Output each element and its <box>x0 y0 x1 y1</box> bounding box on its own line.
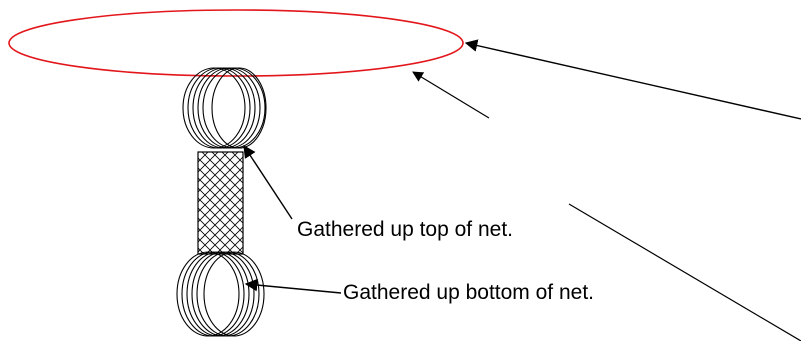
net-mesh-body <box>197 151 244 255</box>
arrow-center-to-hoop <box>412 71 490 119</box>
bottom-gathered-coils <box>176 251 265 337</box>
arrow-right-to-hoop-edge <box>464 39 801 120</box>
leader-line-to-lower-right <box>568 203 801 341</box>
net-hoop-ellipse <box>8 9 464 77</box>
arrow-bottom-label-to-bottom-coils <box>244 278 342 294</box>
label-gathered-bottom: Gathered up bottom of net. <box>343 281 594 304</box>
top-gathered-coils <box>182 67 267 149</box>
label-gathered-top: Gathered up top of net. <box>297 218 513 241</box>
arrow-top-label-to-top-coils <box>243 144 293 220</box>
